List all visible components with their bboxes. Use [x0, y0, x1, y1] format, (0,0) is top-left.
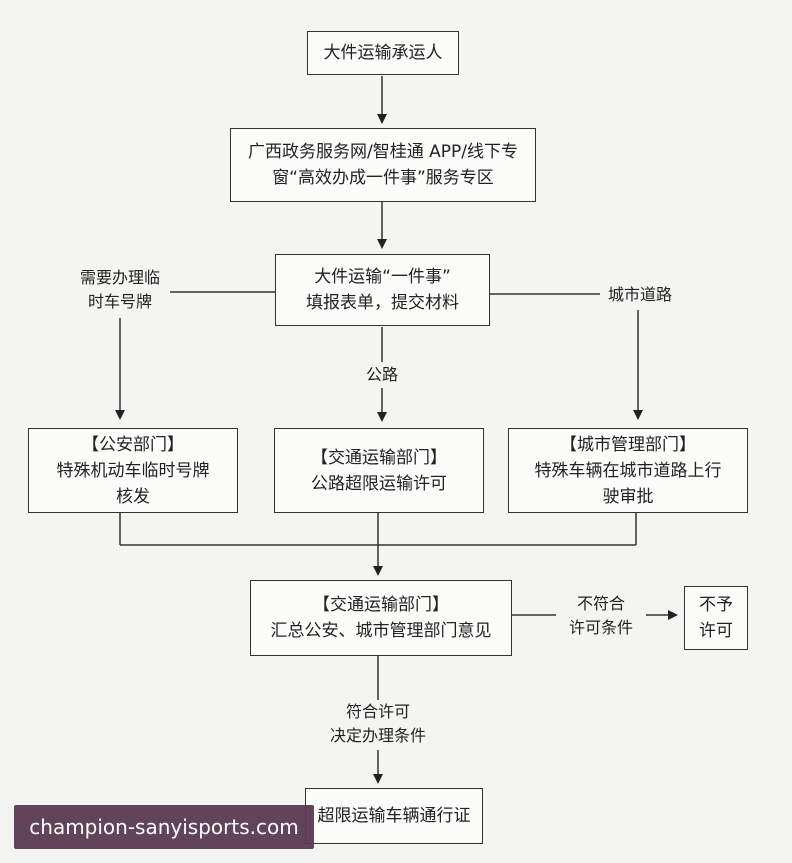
- node-carrier: 大件运输承运人: [307, 31, 459, 75]
- node-reject: 不予 许可: [684, 586, 748, 650]
- edge-label-city-road: 城市道路: [600, 283, 680, 307]
- edge-label-temp-plate: 需要办理临 时车号牌: [70, 266, 170, 314]
- edge-label-qualified: 符合许可 决定办理条件: [316, 700, 440, 748]
- edge-label-highway: 公路: [358, 363, 406, 387]
- edge-label-not-qualified: 不符合 许可条件: [556, 592, 646, 640]
- node-portal: 广西政务服务网/智桂通 APP/线下专 窗“高效办成一件事”服务专区: [230, 128, 536, 202]
- node-city: 【城市管理部门】 特殊车辆在城市道路上行 驶审批: [508, 428, 748, 513]
- node-certificate: 超限运输车辆通行证: [305, 788, 483, 844]
- watermark-banner: champion-sanyisports.com: [14, 805, 314, 849]
- node-summary: 【交通运输部门】 汇总公安、城市管理部门意见: [250, 580, 512, 656]
- node-apply: 大件运输“一件事” 填报表单，提交材料: [275, 254, 490, 326]
- node-transport: 【交通运输部门】 公路超限运输许可: [274, 428, 484, 513]
- node-police: 【公安部门】 特殊机动车临时号牌 核发: [28, 428, 238, 513]
